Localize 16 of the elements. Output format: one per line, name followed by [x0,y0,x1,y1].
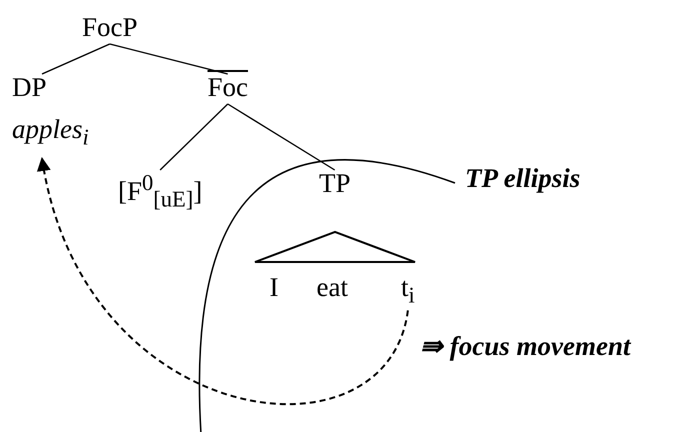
annotation-label: TP ellipsis [465,163,580,194]
feature-label: [F$^{0}$$_{[uE]}$] [118,168,202,214]
word-label: apples$_{i}$ [12,114,89,152]
phrase-label: Foc [208,72,248,102]
phrase-label: DP [12,72,48,102]
phrase-label: FocP [82,12,138,42]
annotation-label: ⇛ focus movement [420,330,630,362]
tree-branch [110,43,228,75]
tree-branch [160,104,228,170]
phrase-label: TP [319,168,351,198]
movement-arrow [38,157,409,404]
trace-label: t$_{i}$ [401,272,415,310]
tree-branch [227,103,336,171]
word-label: I [270,272,278,302]
tree-branch [42,43,110,75]
word-label: eat [316,272,348,302]
